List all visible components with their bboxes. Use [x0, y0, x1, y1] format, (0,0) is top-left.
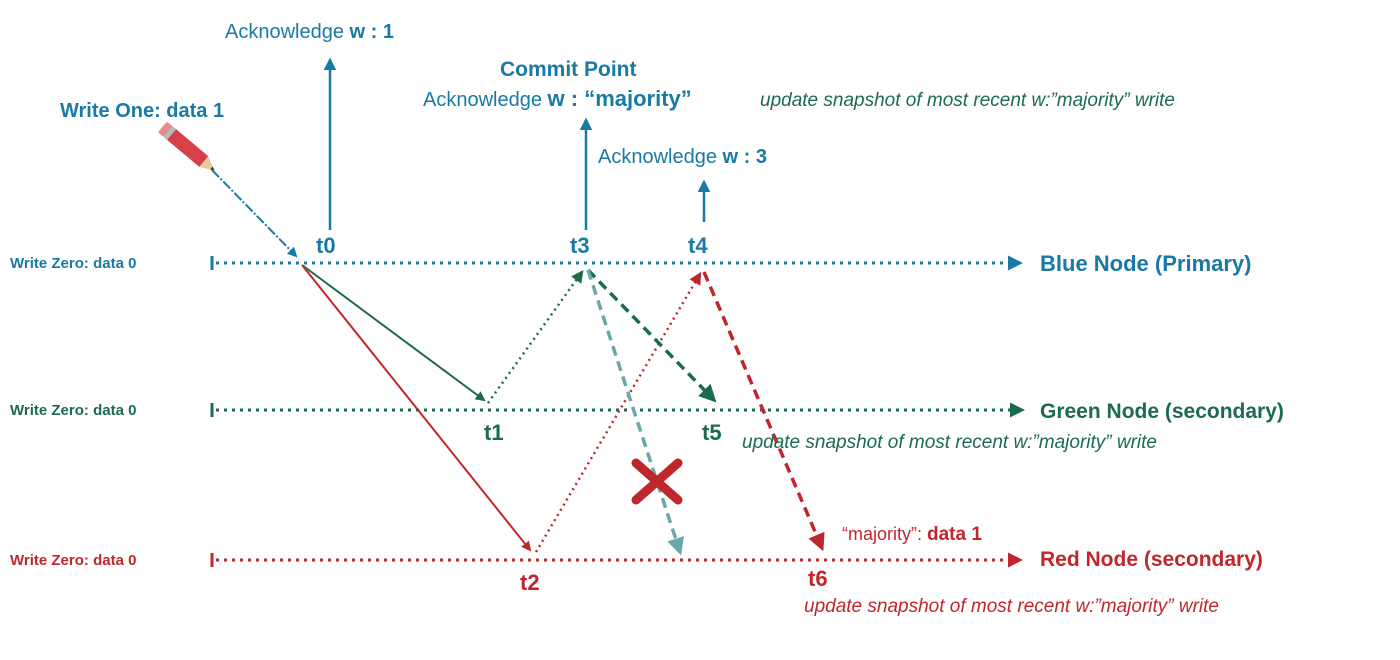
ack-w1-prefix: Acknowledge — [225, 21, 350, 43]
pencil-icon — [158, 122, 215, 171]
blue-timeline — [210, 255, 1023, 271]
commit-t4-to-t6-arrow — [702, 271, 825, 552]
write-one-label: Write One: data 1 — [60, 100, 224, 122]
ack-w3-bold: w : 3 — [722, 146, 767, 168]
cross-icon — [631, 458, 683, 505]
time-t5: t5 — [702, 420, 722, 445]
time-t3: t3 — [570, 233, 590, 258]
replicate-t0-to-t1-arrow — [301, 264, 486, 402]
red-start-label: Write Zero: data 0 — [10, 552, 136, 569]
blue-start-label: Write Zero: data 0 — [10, 255, 136, 272]
ack-majority-bold: w : “majority” — [547, 86, 692, 111]
ack-t1-to-t3-arrow — [486, 269, 584, 404]
ack-w1-bold: w : 1 — [349, 21, 394, 43]
green-snapshot-note: update snapshot of most recent w:”majori… — [742, 432, 1157, 453]
commit-t3-to-t5-arrow — [586, 268, 717, 403]
ack-w3-label: Acknowledge w : 3 — [598, 146, 767, 168]
write-arrow — [211, 169, 298, 258]
red-snapshot-note: update snapshot of most recent w:”majori… — [804, 596, 1219, 617]
green-node-name: Green Node (secondary) — [1040, 400, 1284, 423]
green-timeline — [210, 402, 1025, 418]
red-majority-prefix: “majority”: — [842, 524, 927, 544]
red-node-name: Red Node (secondary) — [1040, 548, 1263, 571]
green-start-label: Write Zero: data 0 — [10, 402, 136, 419]
red-timeline — [210, 552, 1023, 568]
ack-w1-label: Acknowledge w : 1 — [225, 21, 394, 43]
red-majority-bold: data 1 — [927, 524, 982, 545]
time-t2: t2 — [520, 570, 540, 595]
time-t4: t4 — [688, 233, 708, 258]
ack-t2-to-t4-arrow — [534, 271, 702, 553]
blue-node-name: Blue Node (Primary) — [1040, 251, 1252, 276]
time-t0: t0 — [316, 233, 336, 258]
commit-t3-to-red-arrow — [586, 269, 684, 556]
red-majority-note: “majority”: data 1 — [842, 524, 982, 545]
ack-w3-prefix: Acknowledge — [598, 146, 723, 168]
ack-majority-note: update snapshot of most recent w:”majori… — [760, 90, 1175, 111]
ack-majority-label: Acknowledge w : “majority” — [423, 86, 692, 111]
time-t6: t6 — [808, 566, 828, 591]
time-t1: t1 — [484, 420, 504, 445]
replicate-t0-to-t2-arrow — [301, 264, 532, 552]
ack-majority-prefix: Acknowledge — [423, 89, 548, 111]
commit-point-label: Commit Point — [500, 58, 637, 81]
